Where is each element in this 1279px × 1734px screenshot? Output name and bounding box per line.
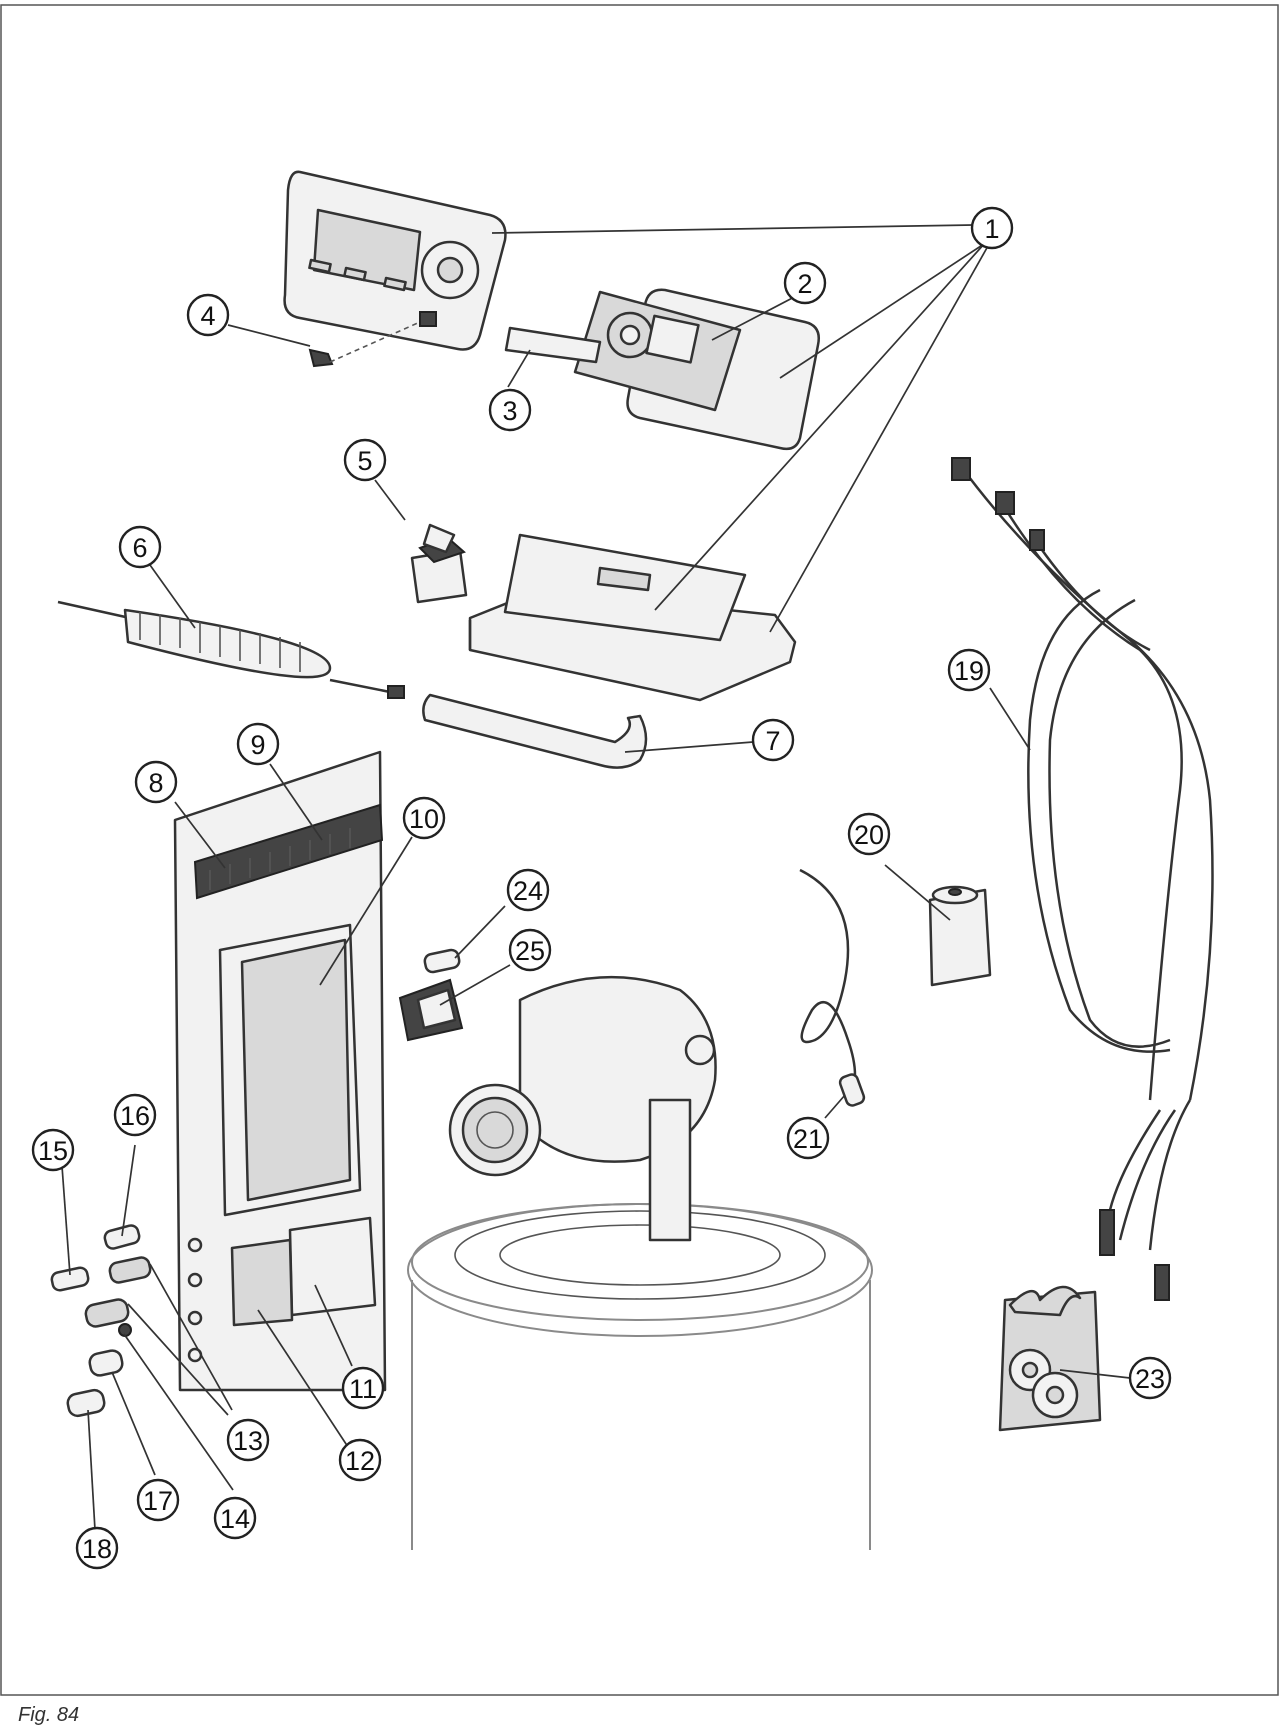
svg-text:14: 14 <box>220 1504 250 1534</box>
svg-text:2: 2 <box>797 269 812 299</box>
callout-6: 6 <box>118 525 162 569</box>
svg-text:1: 1 <box>984 214 999 244</box>
elbow-hose <box>422 693 648 769</box>
coiled-sensor-cable <box>57 600 405 699</box>
svg-text:9: 9 <box>250 730 265 760</box>
svg-text:20: 20 <box>854 820 884 850</box>
page-border <box>0 4 1279 1696</box>
boiler-body <box>407 975 873 1550</box>
callout-23: 23 <box>1128 1356 1172 1400</box>
svg-text:18: 18 <box>82 1534 112 1564</box>
callout-15: 15 <box>31 1128 75 1172</box>
electronics-backplate <box>173 750 387 1392</box>
svg-text:21: 21 <box>793 1124 823 1154</box>
svg-text:7: 7 <box>765 726 780 756</box>
callout-9: 9 <box>236 722 280 766</box>
svg-text:4: 4 <box>200 301 215 331</box>
figure-caption: Fig. 84 <box>18 1704 80 1726</box>
callout-bubbles: 1 2 3 4 5 6 7 8 9 10 11 12 13 14 15 16 1… <box>31 206 1172 1570</box>
svg-text:25: 25 <box>515 936 545 966</box>
rocker-switch <box>410 523 468 604</box>
svg-text:16: 16 <box>120 1101 150 1131</box>
svg-text:23: 23 <box>1135 1364 1165 1394</box>
svg-text:17: 17 <box>143 1486 173 1516</box>
callout-7: 7 <box>751 718 795 762</box>
svg-text:11: 11 <box>349 1374 377 1404</box>
svg-text:8: 8 <box>148 768 163 798</box>
fuses-and-bushings <box>50 1224 152 1418</box>
relay-component <box>928 885 992 987</box>
callout-17: 17 <box>136 1478 180 1522</box>
control-pcb-housing <box>504 288 820 451</box>
callout-12: 12 <box>338 1438 382 1482</box>
svg-text:24: 24 <box>513 876 543 906</box>
callout-3: 3 <box>488 388 532 432</box>
callout-10: 10 <box>402 796 446 840</box>
svg-text:5: 5 <box>357 446 372 476</box>
callout-16: 16 <box>113 1093 157 1137</box>
callout-18: 18 <box>75 1526 119 1570</box>
button-part <box>308 321 421 368</box>
control-panel-base <box>468 533 797 702</box>
callout-2: 2 <box>783 261 827 305</box>
svg-text:13: 13 <box>233 1426 263 1456</box>
callout-14: 14 <box>213 1496 257 1540</box>
wiring-harness <box>951 457 1214 1301</box>
callout-8: 8 <box>134 760 178 804</box>
control-panel-display <box>283 170 507 351</box>
svg-text:19: 19 <box>954 656 984 686</box>
callout-4: 4 <box>186 293 230 337</box>
callout-24: 24 <box>506 868 550 912</box>
callout-1: 1 <box>970 206 1014 250</box>
gasket-bag <box>998 1285 1102 1432</box>
callout-19: 19 <box>947 648 991 692</box>
svg-text:6: 6 <box>132 533 147 563</box>
callout-20: 20 <box>847 812 891 856</box>
callout-11: 11 <box>341 1366 385 1410</box>
small-connector-parts <box>398 948 464 1042</box>
svg-text:10: 10 <box>409 804 439 834</box>
callout-13: 13 <box>226 1418 270 1462</box>
callout-21: 21 <box>786 1116 830 1160</box>
leader-lines <box>61 224 1131 1531</box>
svg-text:15: 15 <box>38 1136 68 1166</box>
temperature-probe <box>799 868 866 1107</box>
callout-25: 25 <box>508 928 552 972</box>
svg-text:3: 3 <box>502 396 517 426</box>
callout-5: 5 <box>343 438 387 482</box>
svg-text:12: 12 <box>345 1446 375 1476</box>
